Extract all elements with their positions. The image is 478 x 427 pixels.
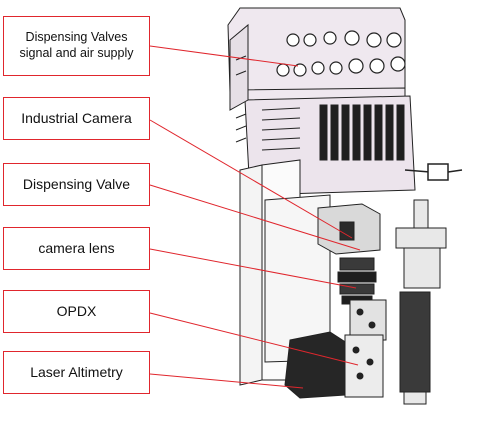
fin-array [319,104,405,161]
callout-dispensing-valves-signal: Dispensing Valves signal and air supply [3,16,150,76]
mounting-plate [239,159,331,386]
callout-label: camera lens [38,239,115,256]
leader-lines [149,45,361,389]
callout-line-1: Dispensing Valves [25,30,128,45]
callout-industrial-camera: Industrial Camera [3,97,150,140]
dispensing-valve [395,199,447,405]
opdx-unit [349,299,387,341]
callout-label: OPDX [56,302,97,319]
callout-line-2: signal and air supply [19,46,134,60]
connector-row-bottom [276,56,406,77]
laser-altimetry-unit [284,331,384,399]
callout-opdx: OPDX [3,290,150,333]
camera-lens [337,257,377,305]
callout-camera-lens: camera lens [3,227,150,270]
callout-label: Laser Altimetry [30,363,123,380]
cable [404,163,463,181]
callout-laser-altimetry: Laser Altimetry [3,351,150,394]
side-slots [235,55,301,151]
connector-row-top [286,30,402,48]
callout-dispensing-valve: Dispensing Valve [3,163,150,206]
callout-label: Dispensing Valve [22,175,131,192]
callout-label: Industrial Camera [21,109,132,126]
